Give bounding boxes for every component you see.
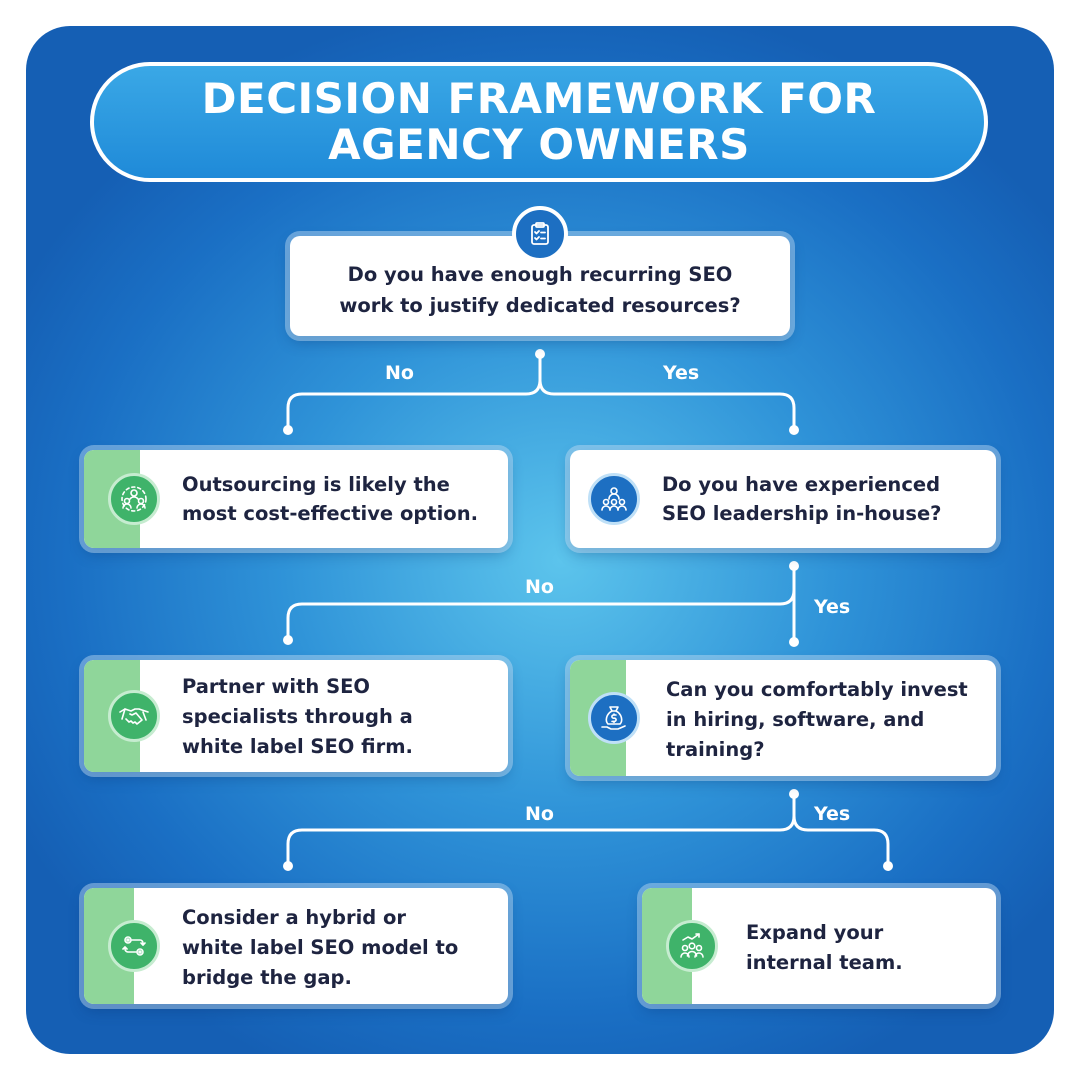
leadership-icon [588, 473, 640, 525]
question-card-investment: Can you comfortably invest in hiring, so… [570, 660, 996, 776]
connector-dot [535, 349, 545, 359]
q2-line-1: Do you have experienced [662, 473, 941, 496]
hybrid-line-1: Consider a hybrid or [182, 906, 407, 929]
result-card-partner: Partner with SEO specialists through a w… [84, 660, 508, 772]
q3-line-1: Can you comfortably invest [666, 678, 968, 701]
connector-dot [883, 861, 893, 871]
connector-dot [283, 425, 293, 435]
hybrid-line-2: white label SEO model to [182, 936, 459, 959]
partner-line-3: white label SEO firm. [182, 735, 413, 758]
title-line-1: DECISION FRAMEWORK FOR [201, 74, 877, 123]
hybrid-line-3: bridge the gap. [182, 966, 352, 989]
checklist-icon [512, 206, 568, 262]
result-card-expand-team: Expand your internal team. [642, 888, 996, 1004]
connector-q1-no [286, 352, 542, 432]
connector-q3-yes [792, 814, 890, 868]
outsource-line-2: most cost-effective option. [182, 502, 478, 525]
handshake-icon [108, 690, 160, 742]
connector-q1-yes [538, 378, 796, 432]
edge-label-q2-yes: Yes [814, 596, 851, 618]
team-network-icon [108, 473, 160, 525]
expand-line-2: internal team. [746, 951, 903, 974]
partner-line-2: specialists through a [182, 705, 413, 728]
connector-dot [789, 425, 799, 435]
connector-dot [283, 635, 293, 645]
edge-label-q3-no: No [525, 803, 554, 825]
connector-dot [789, 561, 799, 571]
edge-label-q2-no: No [525, 576, 554, 598]
connector-dot [789, 789, 799, 799]
q1-line-1: Do you have enough recurring SEO [347, 263, 733, 286]
money-bag-icon [588, 692, 640, 744]
title-line-2: AGENCY OWNERS [328, 120, 750, 169]
title-banner: DECISION FRAMEWORK FOR AGENCY OWNERS [90, 62, 988, 182]
expand-line-1: Expand your [746, 921, 884, 944]
edge-label-q1-no: No [385, 362, 414, 384]
q2-line-2: SEO leadership in-house? [662, 502, 942, 525]
q3-line-3: training? [666, 738, 765, 761]
question-card-seo-leadership: Do you have experienced SEO leadership i… [570, 450, 996, 548]
hybrid-process-icon [108, 920, 160, 972]
result-card-outsourcing: Outsourcing is likely the most cost-effe… [84, 450, 508, 548]
q1-line-2: work to justify dedicated resources? [339, 294, 741, 317]
connector-dot [283, 861, 293, 871]
connector-q2-no [286, 588, 796, 642]
q3-line-2: in hiring, software, and [666, 708, 925, 731]
edge-label-q3-yes: Yes [814, 803, 851, 825]
outsource-line-1: Outsourcing is likely the [182, 473, 450, 496]
partner-line-1: Partner with SEO [182, 675, 371, 698]
result-card-hybrid: Consider a hybrid or white label SEO mod… [84, 888, 508, 1004]
edge-label-q1-yes: Yes [663, 362, 700, 384]
team-growth-icon [666, 920, 718, 972]
connector-dot [789, 637, 799, 647]
